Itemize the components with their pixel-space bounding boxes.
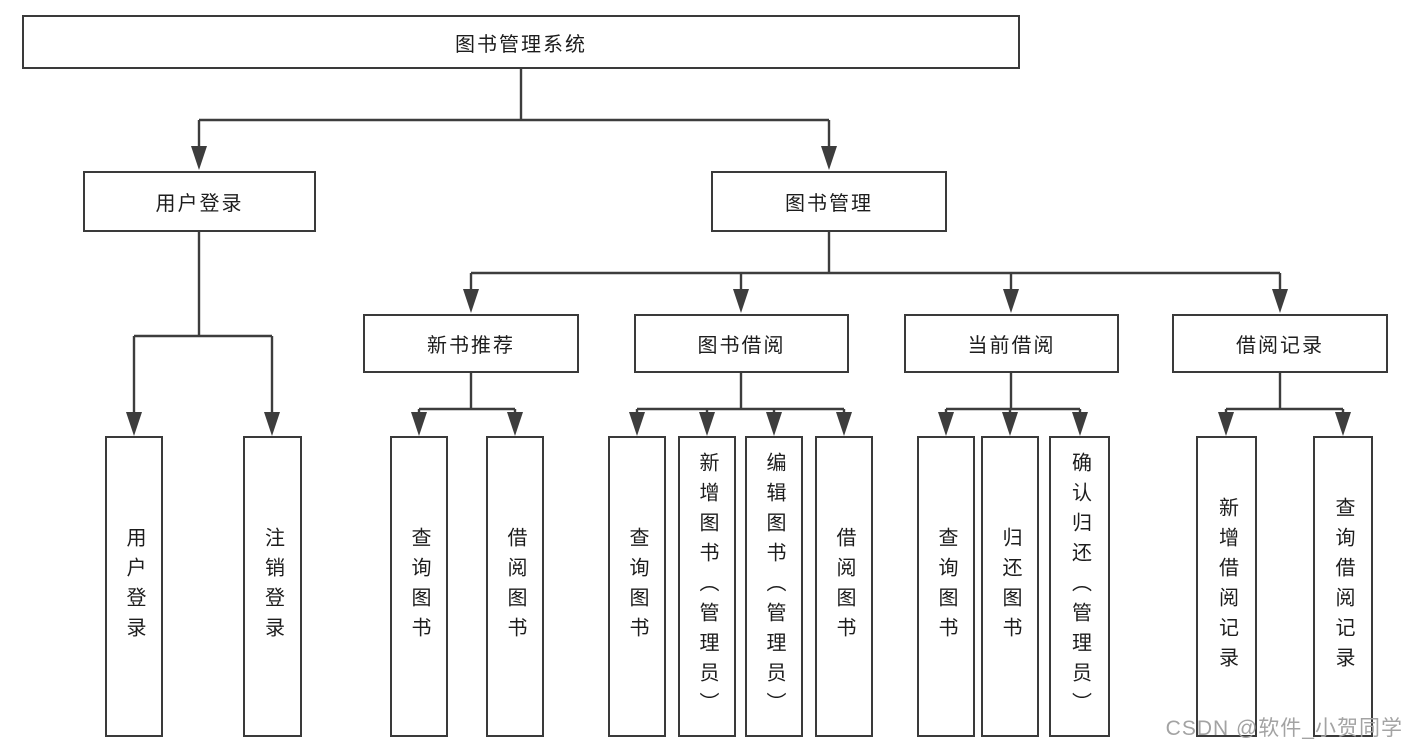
- leaf-borrow-add-books-admin: 新增图书（管理员）: [678, 436, 736, 737]
- node-book-borrow-label: 图书借阅: [697, 335, 786, 357]
- leaf-borrow-edit-books-admin-label: 编辑图书（管理员）: [763, 451, 785, 722]
- leaf-logout-label: 注销登录: [261, 526, 284, 647]
- node-user-login-label: 用户登录: [155, 193, 244, 215]
- leaf-borrow-borrow-books-label: 借阅图书: [833, 526, 855, 647]
- node-borrow-records-label: 借阅记录: [1236, 335, 1324, 357]
- node-new-book-recommend: 新书推荐: [363, 314, 579, 373]
- branch-recommend-to-leaves: [411, 373, 523, 436]
- branch-borrow-to-leaves: [629, 373, 852, 436]
- leaf-recommend-borrow-books-label: 借阅图书: [504, 526, 526, 647]
- node-root-system: 图书管理系统: [22, 15, 1020, 69]
- node-book-borrow: 图书借阅: [634, 314, 849, 373]
- leaf-recommend-query-books: 查询图书: [390, 436, 448, 737]
- branch-current-to-leaves: [938, 373, 1088, 436]
- leaf-current-query-books-label: 查询图书: [935, 526, 957, 647]
- leaf-user-login: 用户登录: [105, 436, 163, 737]
- leaf-borrow-add-books-admin-label: 新增图书（管理员）: [696, 451, 718, 722]
- branch-root-to-level2: [191, 69, 837, 170]
- leaf-borrow-query-books: 查询图书: [608, 436, 666, 737]
- node-book-management-label: 图书管理: [785, 193, 873, 215]
- branch-records-to-leaves: [1218, 373, 1351, 436]
- leaf-records-query-record-label: 查询借阅记录: [1332, 496, 1354, 677]
- leaf-current-return-books-label: 归还图书: [999, 526, 1021, 647]
- leaf-records-add-record: 新增借阅记录: [1196, 436, 1257, 737]
- node-current-borrow: 当前借阅: [904, 314, 1119, 373]
- branch-book-mgmt-to-level3: [463, 232, 1288, 313]
- leaf-recommend-borrow-books: 借阅图书: [486, 436, 544, 737]
- leaf-current-confirm-return-admin: 确认归还（管理员）: [1049, 436, 1110, 737]
- node-new-book-recommend-label: 新书推荐: [427, 335, 515, 357]
- node-current-borrow-label: 当前借阅: [967, 335, 1056, 357]
- leaf-recommend-query-books-label: 查询图书: [408, 526, 430, 647]
- leaf-current-confirm-return-admin-label: 确认归还（管理员）: [1068, 451, 1091, 722]
- leaf-borrow-edit-books-admin: 编辑图书（管理员）: [745, 436, 803, 737]
- leaf-borrow-query-books-label: 查询图书: [626, 526, 648, 647]
- leaf-user-login-label: 用户登录: [123, 526, 145, 647]
- node-root-label: 图书管理系统: [455, 33, 587, 56]
- node-book-management: 图书管理: [711, 171, 947, 232]
- leaf-borrow-borrow-books: 借阅图书: [815, 436, 873, 737]
- leaf-logout: 注销登录: [243, 436, 302, 737]
- leaf-records-add-record-label: 新增借阅记录: [1215, 496, 1238, 677]
- leaf-current-query-books: 查询图书: [917, 436, 975, 737]
- node-borrow-records: 借阅记录: [1172, 314, 1388, 373]
- node-user-login: 用户登录: [83, 171, 316, 232]
- leaf-current-return-books: 归还图书: [981, 436, 1039, 737]
- leaf-records-query-record: 查询借阅记录: [1313, 436, 1373, 737]
- branch-user-login-to-leaves: [126, 232, 280, 436]
